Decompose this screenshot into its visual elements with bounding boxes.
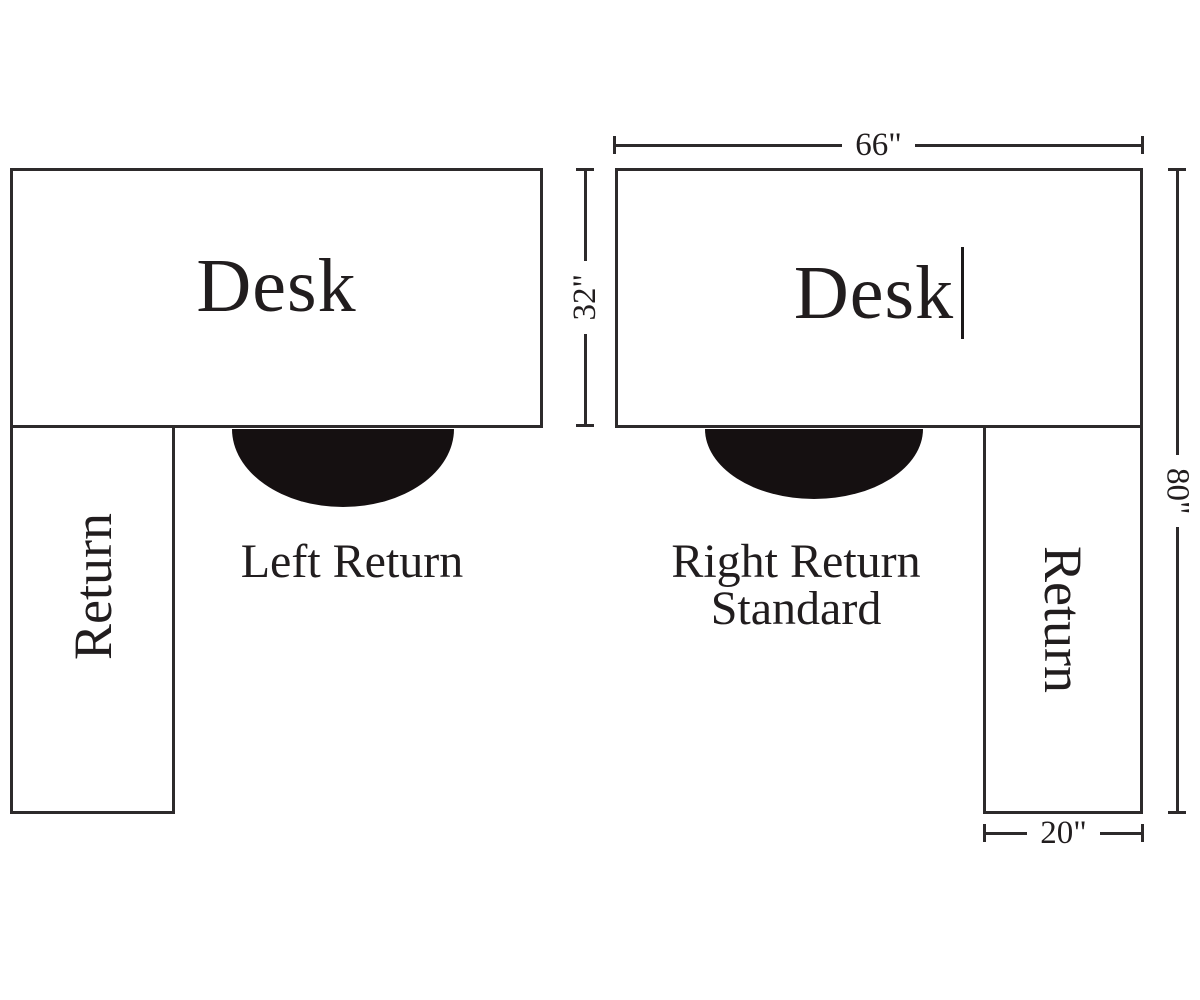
dimension-line <box>986 831 1028 835</box>
right-caption-line2: Standard <box>710 582 882 635</box>
left-desk-label-wrap: Desk <box>13 159 540 413</box>
dimension-line <box>616 143 843 147</box>
dimension-line <box>583 333 587 425</box>
dimension-line <box>914 143 1142 147</box>
dimension-top-width: 66" <box>613 126 1145 163</box>
dimension-line <box>1099 831 1142 835</box>
dimension-tick <box>1141 136 1145 154</box>
right-caption-line1: Right Return <box>671 535 921 588</box>
dimension-tick <box>576 424 594 428</box>
text-cursor-icon <box>961 247 965 339</box>
left-desk-label: Desk <box>196 244 357 328</box>
right-chair-shape <box>705 429 923 499</box>
dimension-total-depth: 80" <box>1159 168 1196 815</box>
dimension-line <box>583 171 587 262</box>
dimension-desk-depth: 32" <box>566 168 603 428</box>
dimension-return-width: 20" <box>983 814 1145 851</box>
right-return-label: Return <box>1033 546 1093 693</box>
dimension-tick <box>576 168 594 171</box>
right-return-shape: Return <box>983 425 1143 814</box>
dimension-return-width-label: 20" <box>1040 814 1087 851</box>
dimension-total-depth-label: 80" <box>1159 467 1196 515</box>
dimension-desk-depth-label: 32" <box>566 274 603 321</box>
dimension-tick <box>1141 824 1145 842</box>
right-return-label-wrap: Return <box>986 428 1140 811</box>
dimension-tick <box>1168 168 1186 171</box>
dimension-line <box>1175 171 1179 455</box>
left-return-shape: Return <box>10 425 175 814</box>
left-return-label: Return <box>62 513 123 660</box>
dimension-tick <box>1168 811 1186 815</box>
dimension-tick <box>613 136 616 154</box>
dimension-tick <box>983 824 986 842</box>
left-chair-shape <box>232 429 454 507</box>
dimension-line <box>1175 527 1179 812</box>
left-caption: Left Return <box>240 535 464 588</box>
dimension-top-width-label: 66" <box>855 126 902 163</box>
left-desk-shape: Desk <box>10 168 543 428</box>
right-desk-label[interactable]: Desk <box>793 251 955 335</box>
left-return-label-wrap: Return <box>13 428 172 811</box>
right-caption: Right Return Standard <box>646 535 946 635</box>
right-desk-label-wrap: Desk <box>618 166 1140 420</box>
right-desk-shape: Desk <box>615 168 1143 428</box>
